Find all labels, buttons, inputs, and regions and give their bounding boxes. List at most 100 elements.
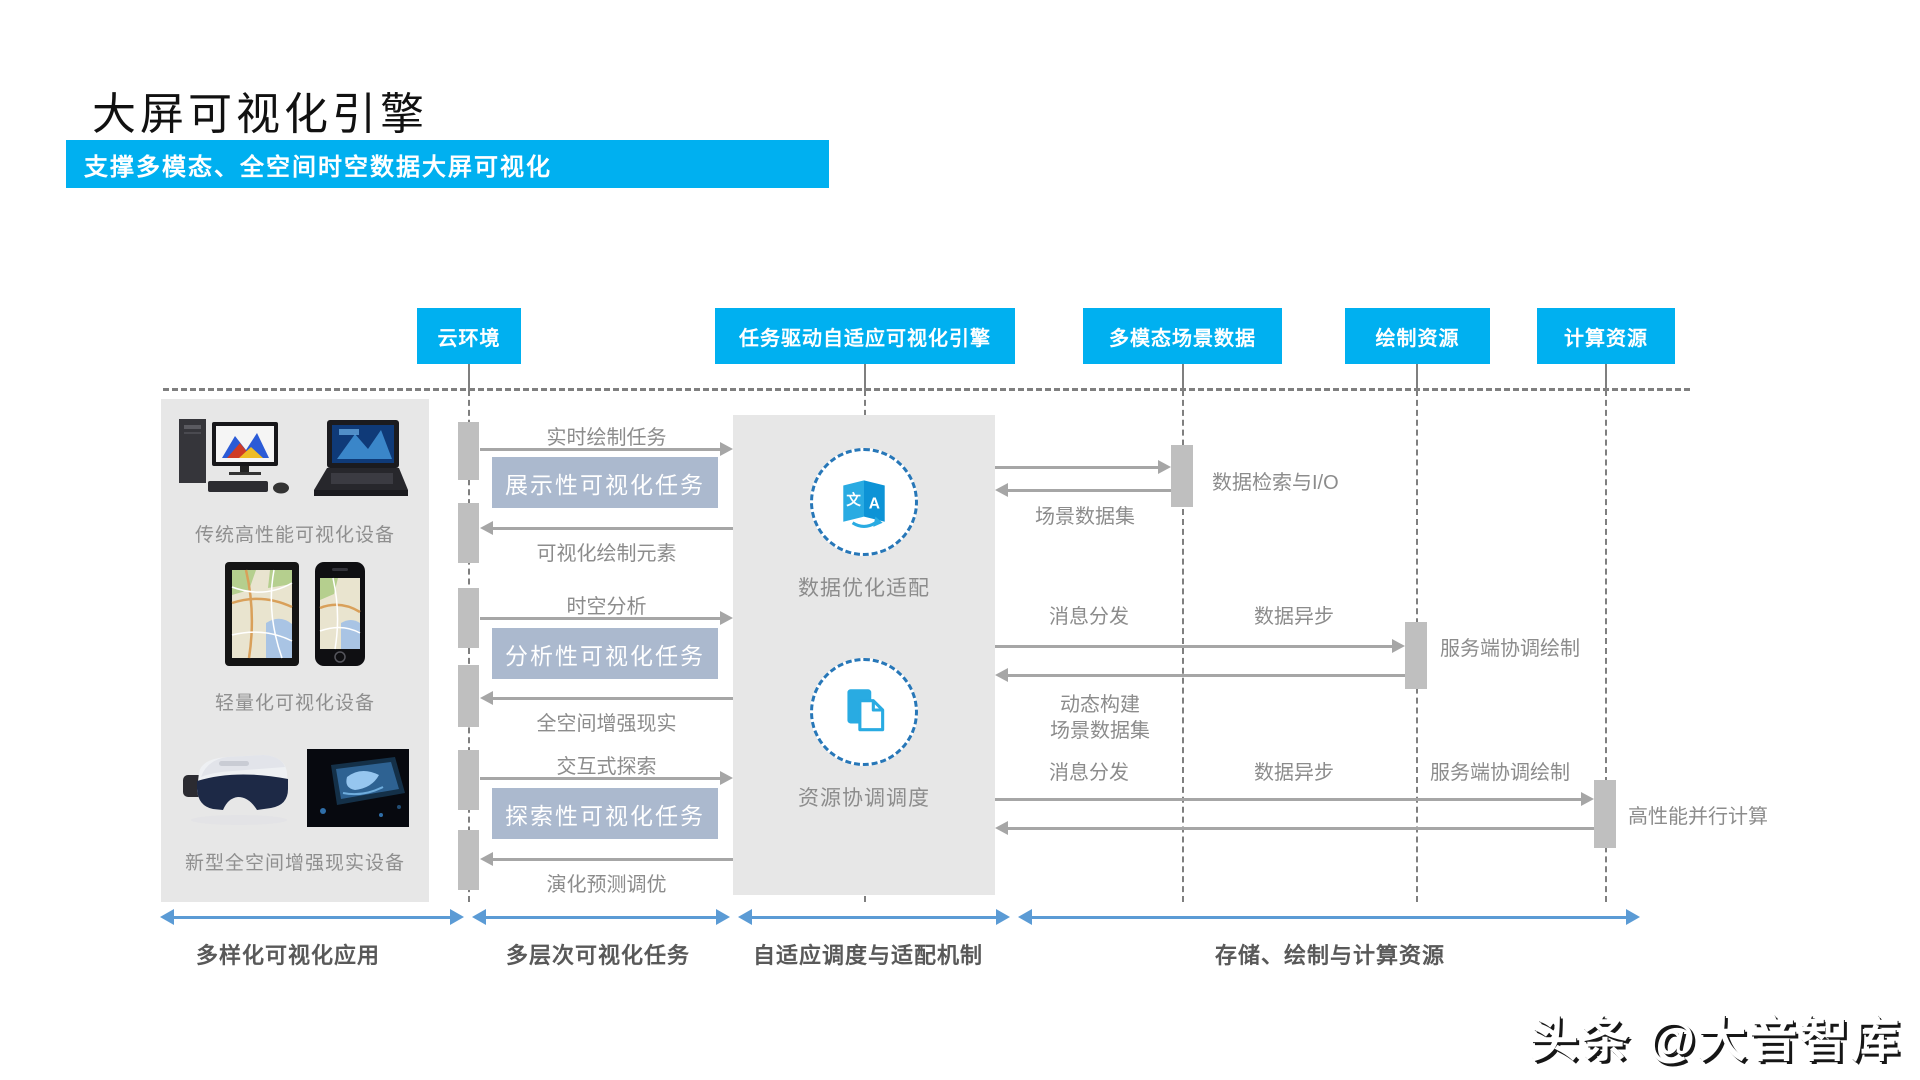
arrow-request: [480, 611, 733, 625]
device-group-label: 新型全空间增强现实设备: [184, 853, 405, 874]
activation-bar: [458, 422, 479, 480]
device-group-traditional: 传统高性能可视化设备: [161, 417, 429, 547]
device-group-ar: 新型全空间增强现实设备: [161, 747, 429, 875]
lifeline-compute-resource: [1605, 390, 1607, 902]
laptop-image: [309, 417, 413, 504]
header-connector: [864, 364, 866, 390]
device-group-lightweight: 轻量化可视化设备: [161, 561, 429, 715]
column-header-compute-resource: 计算资源: [1537, 308, 1675, 364]
footer-label-applications: 多样化可视化应用: [195, 943, 380, 968]
flow-label-request: 实时绘制任务: [546, 427, 667, 449]
endpoint-label-server-render: 服务端协调绘制: [1440, 638, 1580, 660]
header-connector: [468, 364, 470, 390]
activation-bar: [458, 750, 479, 810]
module-label: 数据优化适配: [798, 577, 930, 600]
column-header-label: 计算资源: [1564, 327, 1648, 350]
banner-text: 支撑多模态、全空间时空数据大屏可视化: [84, 154, 552, 181]
header-connector: [1182, 364, 1184, 390]
top-dashed-line: [163, 388, 1690, 391]
header-connector: [1605, 364, 1607, 390]
arrow-response: [480, 852, 733, 866]
activation-bar: [1594, 780, 1616, 848]
task-box-label: 分析性可视化任务: [505, 642, 705, 669]
flow-segment-label: 消息分发: [1049, 606, 1129, 628]
arrow-response: [480, 521, 733, 535]
arrow-response: [480, 691, 733, 705]
tablet-map-image: [224, 561, 300, 672]
dashed-circle: [810, 658, 918, 766]
flow-label-return-line1: 动态构建: [1060, 694, 1140, 716]
flow-label-request: 时空分析: [566, 596, 647, 618]
page-title: 大屏可视化引擎: [92, 90, 428, 139]
footer-arrow-scheduling: [738, 909, 1010, 925]
column-header-cloud: 云环境: [417, 308, 521, 364]
workstation-image: [177, 417, 295, 504]
device-images: [177, 417, 413, 504]
smartphone-map-image: [314, 561, 366, 672]
column-header-label: 绘制资源: [1375, 327, 1460, 350]
svg-text:A: A: [869, 495, 880, 512]
task-box-label: 展示性可视化任务: [505, 471, 705, 498]
device-panel: 传统高性能可视化设备: [161, 399, 429, 902]
activation-bar: [458, 503, 479, 563]
translate-icon: 文 A: [835, 471, 893, 534]
arrow-to-render-resource: [995, 639, 1405, 653]
flow-label-response: 可视化绘制元素: [536, 543, 677, 565]
engine-panel: 文 A 数据优化适配 资源协调调度: [733, 415, 995, 895]
flow-label-return: 场景数据集: [1035, 506, 1135, 528]
arrow-from-compute-resource: [995, 821, 1594, 835]
flow-label-response: 演化预测调优: [546, 874, 667, 896]
svg-text:文: 文: [846, 491, 861, 509]
activation-bar: [458, 830, 479, 890]
module-label: 资源协调调度: [798, 787, 930, 810]
device-group-label: 传统高性能可视化设备: [194, 525, 395, 546]
watermark: 头条 @大音智库: [1530, 1014, 1903, 1067]
flow-segment-label: 服务端协调绘制: [1430, 762, 1570, 784]
column-header-scene-data: 多模态场景数据: [1083, 308, 1282, 364]
activation-bar: [458, 588, 479, 648]
copy-documents-icon: [835, 681, 893, 744]
activation-bar: [458, 665, 479, 727]
dashed-circle: 文 A: [810, 448, 918, 556]
header-connector: [1416, 364, 1418, 390]
device-group-label: 轻量化可视化设备: [214, 693, 375, 714]
endpoint-label-parallel-compute: 高性能并行计算: [1628, 806, 1768, 828]
vr-headset-image: [181, 747, 293, 832]
activation-bar: [1171, 445, 1193, 507]
task-box-analysis: 分析性可视化任务: [492, 628, 718, 679]
activation-bar: [1405, 622, 1427, 689]
footer-label-tasks: 多层次可视化任务: [505, 943, 690, 968]
task-box-label: 探索性可视化任务: [505, 802, 705, 829]
arrow-request: [480, 771, 733, 785]
flow-segment-label: 数据异步: [1254, 762, 1334, 784]
task-box-exploration: 探索性可视化任务: [492, 788, 718, 839]
engine-module-resource-schedule: 资源协调调度: [733, 658, 995, 812]
banner: 支撑多模态、全空间时空数据大屏可视化: [66, 140, 829, 188]
arrow-from-scene-data: [995, 483, 1171, 497]
flow-label-request: 交互式探索: [556, 756, 657, 778]
flow-segment-label: 消息分发: [1049, 762, 1129, 784]
arrow-to-compute-resource: [995, 792, 1594, 806]
column-header-render-resource: 绘制资源: [1345, 308, 1490, 364]
footer-label-scheduling: 自适应调度与适配机制: [752, 943, 983, 968]
column-header-label: 任务驱动自适应可视化引擎: [739, 327, 991, 350]
flow-segment-label: 数据异步: [1254, 606, 1334, 628]
footer-arrow-applications: [160, 909, 464, 925]
arrow-request: [480, 442, 733, 456]
hologram-image: [307, 749, 409, 832]
flow-label-response: 全空间增强现实: [536, 713, 677, 735]
footer-label-resources: 存储、绘制与计算资源: [1214, 943, 1445, 968]
arrow-to-scene-data: [995, 460, 1171, 474]
device-images: [224, 561, 366, 672]
footer-arrow-resources: [1018, 909, 1640, 925]
flow-label-return-line2: 场景数据集: [1050, 720, 1150, 742]
device-images: [181, 747, 409, 832]
task-box-display: 展示性可视化任务: [492, 457, 718, 508]
engine-module-data-adapt: 文 A 数据优化适配: [733, 448, 995, 602]
column-header-label: 多模态场景数据: [1109, 327, 1256, 350]
column-header-label: 云环境: [437, 327, 501, 350]
arrow-from-render-resource: [995, 668, 1405, 682]
column-header-engine: 任务驱动自适应可视化引擎: [715, 308, 1015, 364]
footer-arrow-tasks: [472, 909, 730, 925]
